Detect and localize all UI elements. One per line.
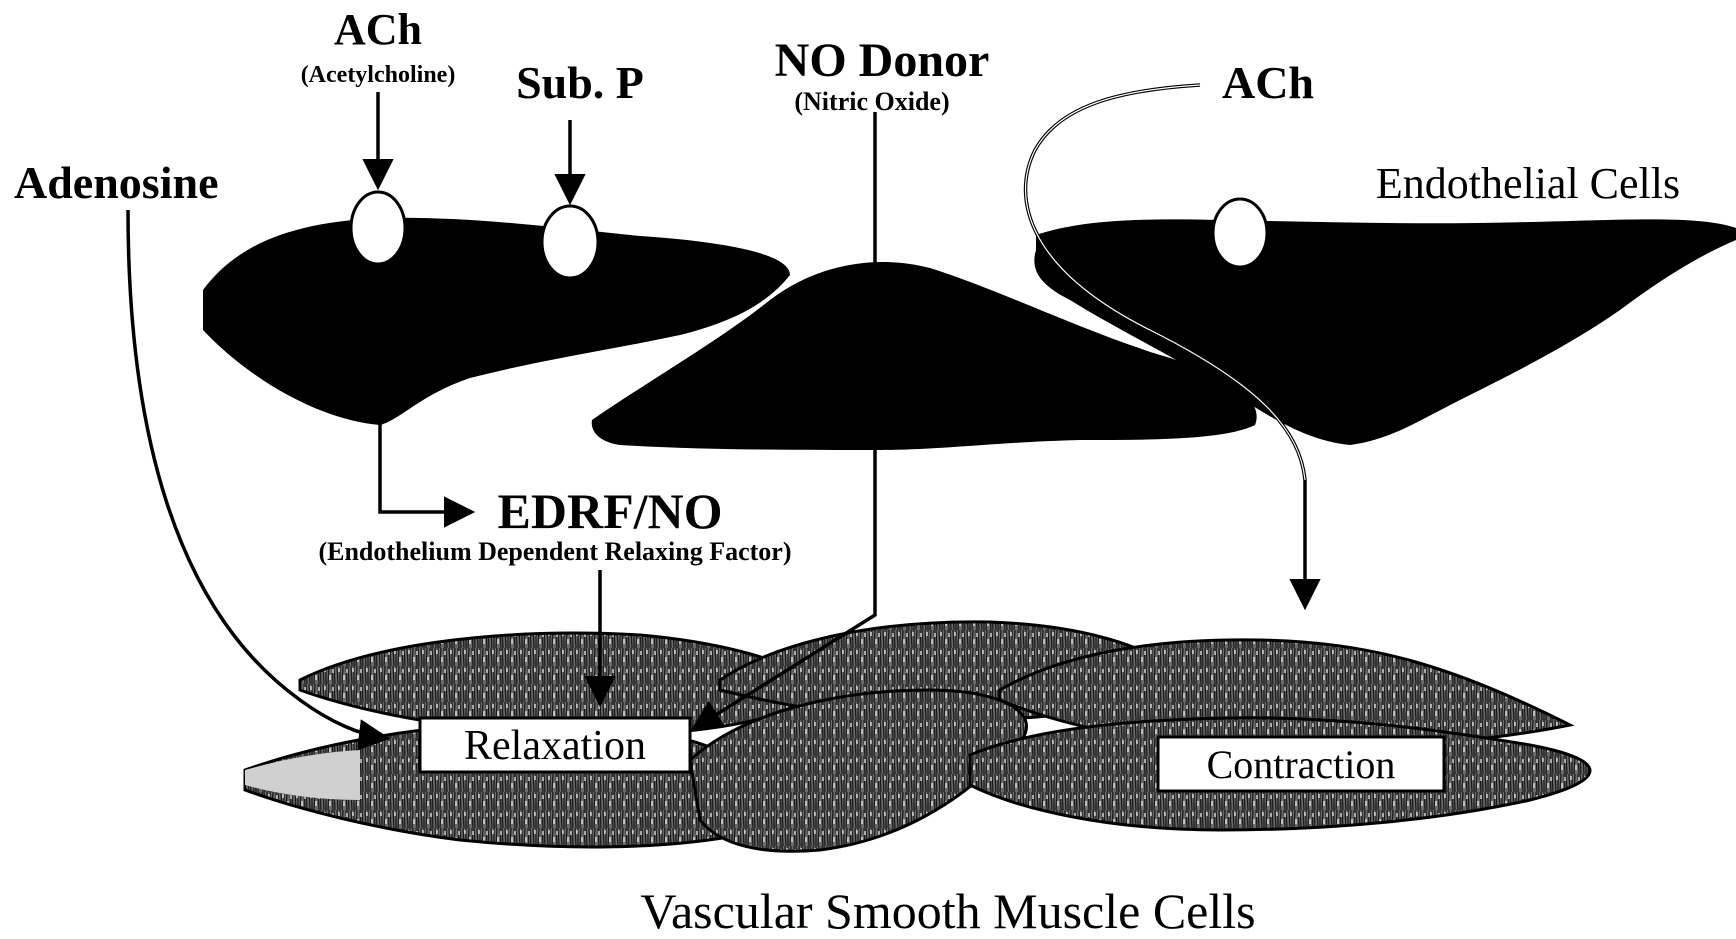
sub-p-label: Sub. P [516,57,644,108]
ach-left-sublabel: (Acetylcholine) [301,62,456,88]
edrf-label: EDRF/NO [498,483,723,539]
endothelial-cells-label: Endothelial Cells [1376,159,1680,208]
contraction-label: Contraction [1207,742,1396,787]
edrf-sublabel: (Endothelium Dependent Relaxing Factor) [318,537,791,566]
ach-right-label: ACh [1222,57,1314,108]
relaxation-label: Relaxation [464,723,646,769]
arrow-cell-to-edrf [380,405,470,512]
receptor-ach-left [351,192,405,264]
no-donor-label: NO Donor [775,34,990,87]
ach-left-label: ACh [334,5,422,54]
vsmc-label: Vascular Smooth Muscle Cells [640,883,1255,939]
adenosine-label: Adenosine [14,157,218,208]
no-donor-sublabel: (Nitric Oxide) [794,87,949,116]
receptor-sub-p [542,206,598,278]
receptor-ach-right [1213,199,1267,267]
